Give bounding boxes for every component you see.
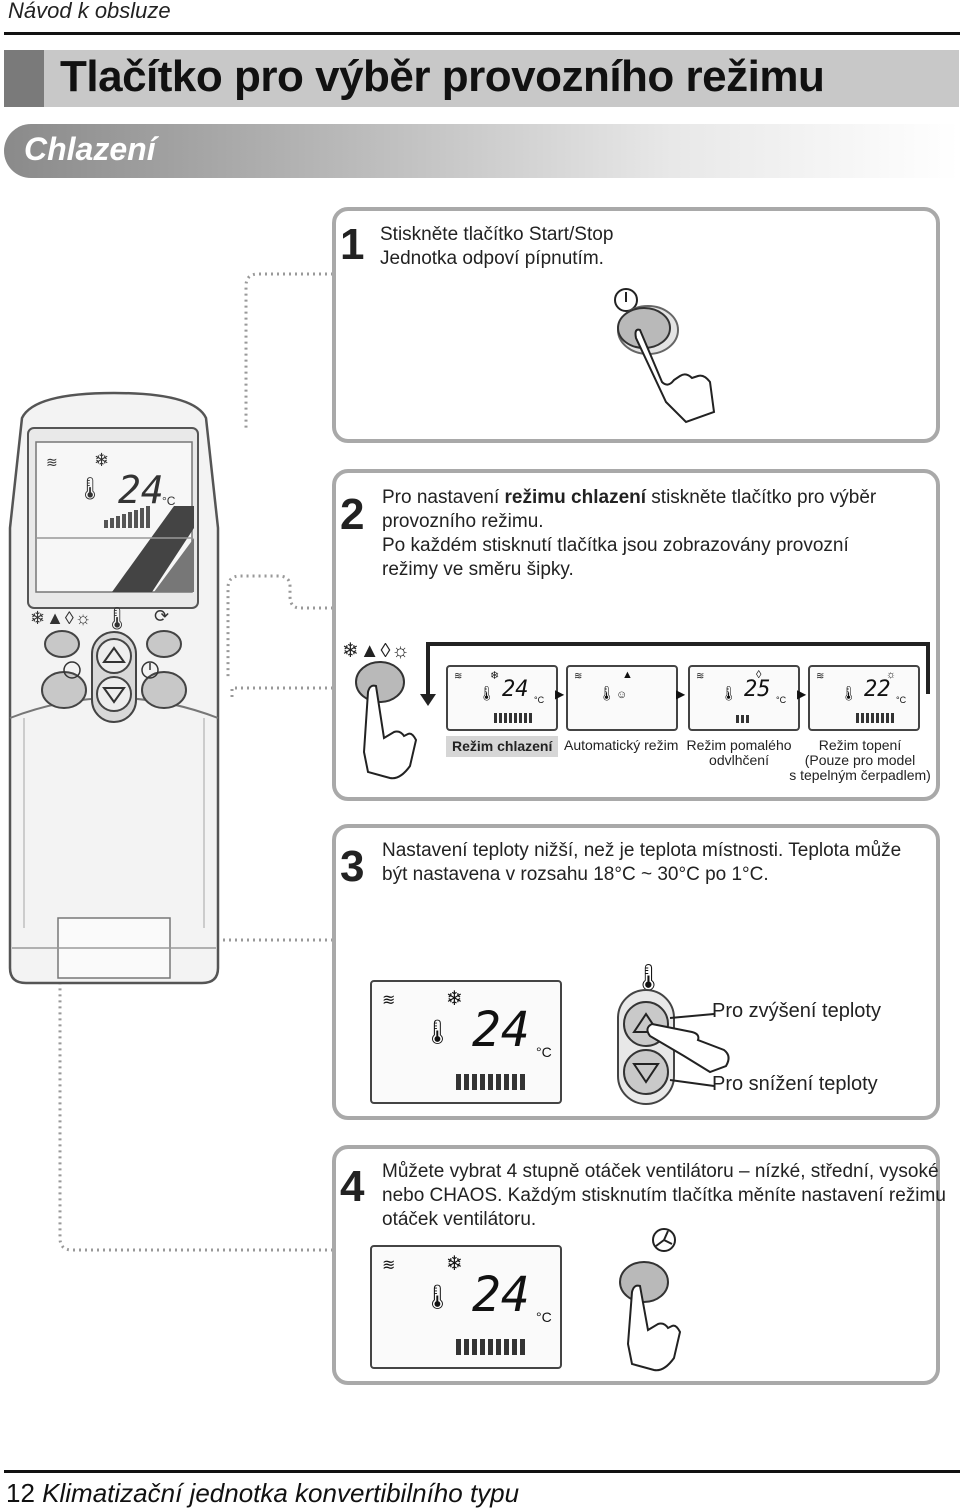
step-4-number: 4 [340,1162,365,1211]
signal-icon: ≋ [696,671,705,682]
step-1-number: 1 [340,220,365,269]
snowflake-icon: ❄ [446,988,463,1010]
page-number: 12 [6,1478,35,1508]
auto-icon: ▲ [622,669,633,681]
document-type-note: Návod k obsluze [8,0,171,23]
signal-icon: ≋ [382,992,396,1009]
signal-icon: ≋ [454,671,463,682]
remote-thermometer-icon-2: 🌡 [103,606,131,631]
remote-display-unit: °C [162,494,176,508]
signal-icon: ≋ [816,671,825,682]
sequence-arrow: ▶ [555,687,565,701]
thermometer-icon: 🌡 [422,1284,453,1311]
fan-level-bars [456,1339,526,1355]
header-rule [4,32,960,35]
section-bar [4,124,959,178]
temp-down-label: Pro snížení teploty [712,1073,878,1095]
step3-thermometer-icon: 🌡 [632,962,666,992]
sequence-arrow: ▶ [676,687,686,701]
footer-title: Klimatizační jednotka konvertibilního ty… [42,1478,520,1508]
thermometer-icon: 🌡 [840,685,858,701]
step3-display: ≋ ❄ 🌡 24 °C [370,980,562,1104]
temp-up-down-buttons[interactable] [614,989,754,1110]
drop-icon: ◊ [756,669,762,681]
temp-up-label: Pro zvýšení teploty [712,1000,881,1022]
mode-temp: 24 [502,677,529,702]
sun-icon: ☼ [886,669,897,681]
mode-label-cooling: Režim chlazení [446,736,559,757]
fan-level-bars [856,713,896,723]
remote-control [8,391,220,985]
remote-signal-icon: ≋ [46,454,58,470]
remote-buttons[interactable] [4,628,224,748]
mode-unit: °C [776,695,787,705]
step-1-text: Stiskněte tlačítko Start/Stop Jednotka o… [380,224,614,269]
fan-level-bars [456,1074,526,1090]
mode-temp: 22 [864,677,891,702]
mode-display-dehumid: ≋ ◊ 🌡 25 °C [688,665,800,731]
mode-unit: °C [534,695,545,705]
mode-button-press-illustration [355,661,418,780]
remote-thermometer-icon: 🌡 [76,476,104,501]
page-title: Tlačítko pro výběr provozního režimu [60,52,825,101]
fan-button-press-illustration [619,1228,682,1372]
thermometer-icon: 🌡 [598,685,616,701]
thermometer-icon: 🌡 [478,685,496,701]
display-unit: °C [536,1044,552,1060]
section-title: Chlazení [24,131,156,167]
snowflake-icon: ❄ [446,1253,463,1275]
step-2-number: 2 [340,490,365,539]
step-3-text: Nastavení teploty nižší, než je teplota … [382,840,902,885]
mode-display-cooling: ≋ ❄ 🌡 24 °C [446,665,558,731]
display-unit: °C [536,1309,552,1325]
signal-icon: ≋ [574,671,583,682]
sequence-arrow: ▶ [797,687,807,701]
signal-icon: ≋ [382,1257,396,1274]
thermometer-icon: 🌡 [720,685,738,701]
fan-level-bars [494,713,534,723]
footer: 12 Klimatizační jednotka konvertibilního… [6,1478,519,1509]
step4-display: ≋ ❄ 🌡 24 °C [370,1245,562,1369]
remote-mode-icons: ❄▲◊☼ [30,608,93,628]
mode-display-auto: ≋ ▲ 🌡 ☺ [566,665,678,731]
mode-display-heating: ≋ ☼ 🌡 22 °C [808,665,920,731]
title-bar [4,50,959,107]
footer-rule [4,1470,960,1473]
mode-button-icons: ❄▲◊☼ [342,640,411,662]
snowflake-icon: ❄ [490,670,500,682]
smiley-icon: ☺ [616,689,628,701]
display-temp: 24 [472,1002,530,1058]
step-2-panel [332,469,940,801]
step-3-number: 3 [340,842,365,891]
step-2-text: Pro nastavení režimu chlazení stiskněte … [382,487,877,580]
remote-display-temp: 24 [118,468,164,512]
display-temp: 24 [472,1267,530,1323]
step-4-text: Můžete vybrat 4 stupně otáček ventilátor… [382,1161,946,1230]
mode-label-auto: Automatický režim [564,737,679,753]
power-button-press-illustration [614,288,716,424]
thermometer-icon: 🌡 [422,1019,453,1046]
mode-sequence-bracket [420,642,930,706]
remote-swing-icon: ⟳ [154,606,170,626]
remote-snowflake-icon: ❄ [94,450,110,470]
mode-unit: °C [896,695,907,705]
mode-temp: 25 [744,677,771,702]
fan-level-bars [736,715,750,723]
